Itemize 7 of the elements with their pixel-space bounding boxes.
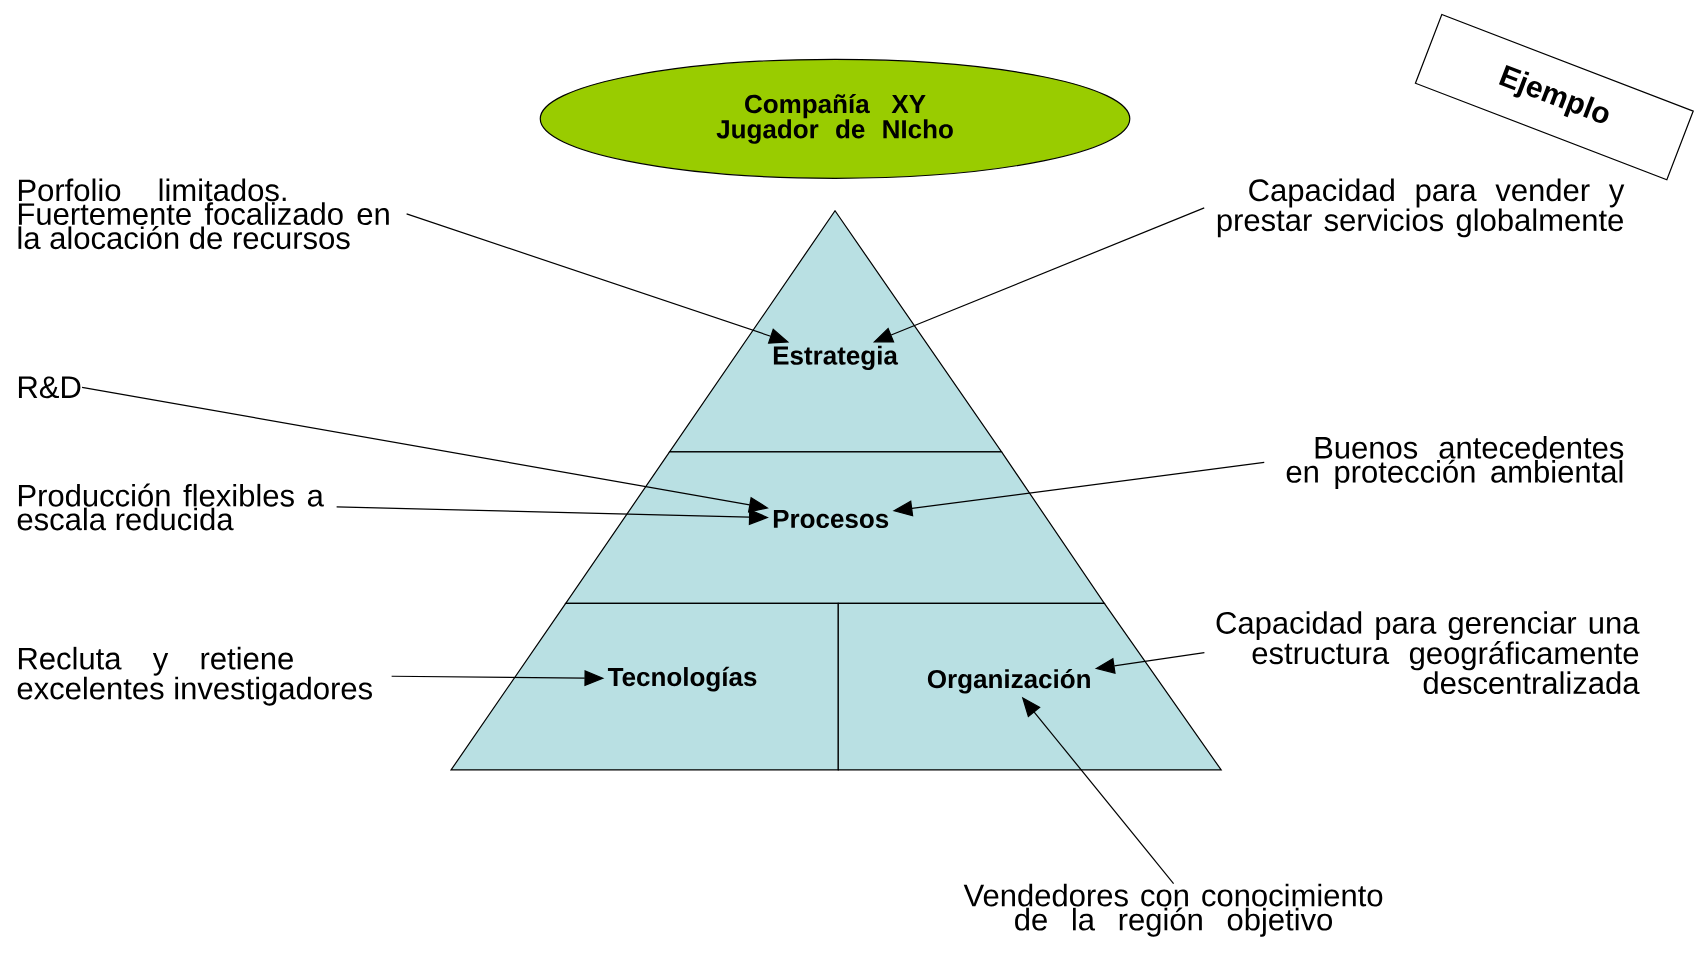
note-text: Vendedores con conocimiento de la región objetivo: [963, 883, 1383, 937]
note-text: Producción flexibles a escala reducida: [17, 483, 324, 531]
note-text: Buenos antecedentes en protección ambiental: [1286, 435, 1624, 489]
note-text: Capacidad para vender y prestar servicios globalmente: [1217, 178, 1625, 238]
note-text: R&D: [18, 376, 81, 399]
note-text: Recluta y retiene excelentes investigadores: [17, 646, 372, 706]
note-text: Porfolio limitados. Fuertemente focalizado en la alocación de recursos: [18, 178, 389, 250]
